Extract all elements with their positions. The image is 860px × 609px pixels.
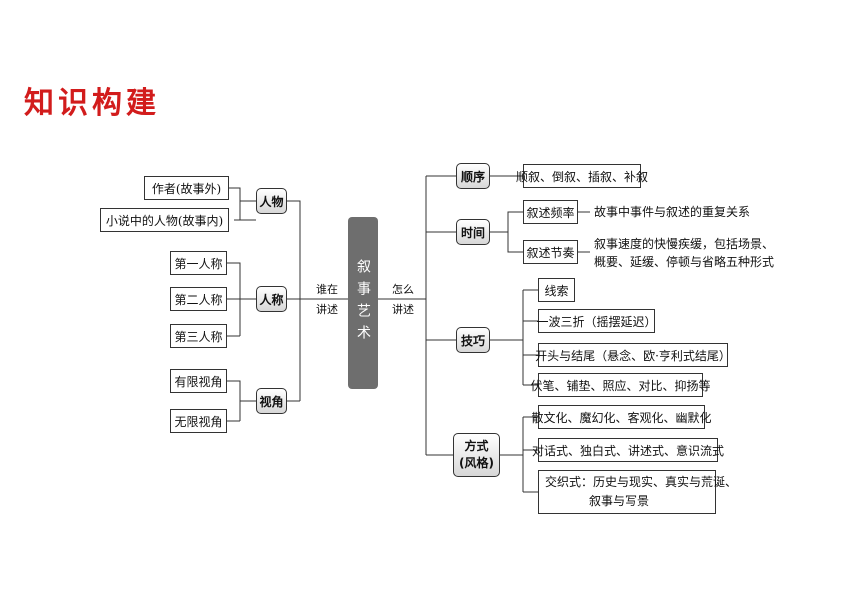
item-shunxu-types: 顺叙、倒叙、插叙、补叙: [516, 164, 648, 188]
page-title: 知识构建: [24, 86, 160, 121]
right-connector-line-2: 讲述: [392, 303, 414, 316]
left-connector-label: 谁在 讲述: [312, 280, 342, 320]
item-limited-view: 有限视角: [170, 369, 227, 393]
left-connector-line-2: 讲述: [316, 303, 338, 316]
item-character: 小说中的人物(故事内): [100, 208, 229, 232]
item-jiaozhishi-line-2: 叙事与写景: [589, 494, 650, 508]
item-pinlv: 叙述频率: [523, 200, 578, 224]
right-connector-label: 怎么 讲述: [388, 280, 418, 320]
item-unlimited-view: 无限视角: [170, 409, 227, 433]
center-node: 叙事艺术: [348, 217, 378, 389]
category-shunxu: 顺序: [456, 163, 490, 189]
right-connector-line-1: 怎么: [392, 283, 414, 296]
category-fangshi-line-2: (风格): [459, 456, 494, 470]
item-xiansuo: 线索: [538, 278, 575, 302]
left-connector-line-1: 谁在: [316, 283, 338, 296]
item-duihuashi: 对话式、独白式、讲述式、意识流式: [532, 438, 724, 462]
item-jiezou: 叙述节奏: [523, 240, 578, 264]
category-renwu: 人物: [256, 188, 287, 214]
item-third-person: 第三人称: [170, 324, 227, 348]
item-second-person: 第二人称: [170, 287, 227, 311]
item-jiaozhishi-line-1: 交织式：历史与现实、真实与荒诞、: [545, 475, 738, 489]
category-jiqiao: 技巧: [456, 327, 490, 353]
jiezou-desc-line-1: 叙事速度的快慢疾缓，包括场景、: [594, 237, 775, 251]
category-fangshi-line-1: 方式: [464, 439, 489, 453]
item-jiaozhishi: 交织式：历史与现实、真实与荒诞、 叙事与写景: [538, 470, 737, 514]
category-fangshi: 方式 (风格): [453, 433, 500, 477]
item-first-person: 第一人称: [170, 251, 227, 275]
item-fubi: 伏笔、铺垫、照应、对比、抑扬等: [531, 373, 711, 397]
category-shijiao: 视角: [256, 388, 287, 414]
item-sanwenhua: 散文化、魔幻化、客观化、幽默化: [532, 405, 712, 429]
item-yibosanzhe: 一波三折（摇摆延迟）: [537, 309, 657, 333]
jiezou-desc-line-2: 概要、延缓、停顿与省略五种形式: [594, 255, 775, 269]
pinlv-desc: 故事中事件与叙述的重复关系: [594, 205, 751, 219]
category-shijian: 时间: [456, 219, 490, 245]
jiezou-desc: 叙事速度的快慢疾缓，包括场景、 概要、延缓、停顿与省略五种形式: [594, 235, 774, 271]
category-rencheng: 人称: [256, 286, 287, 312]
item-author: 作者(故事外): [144, 176, 229, 200]
item-kaitou-jiewei: 开头与结尾（悬念、欧·亨利式结尾）: [535, 343, 731, 367]
